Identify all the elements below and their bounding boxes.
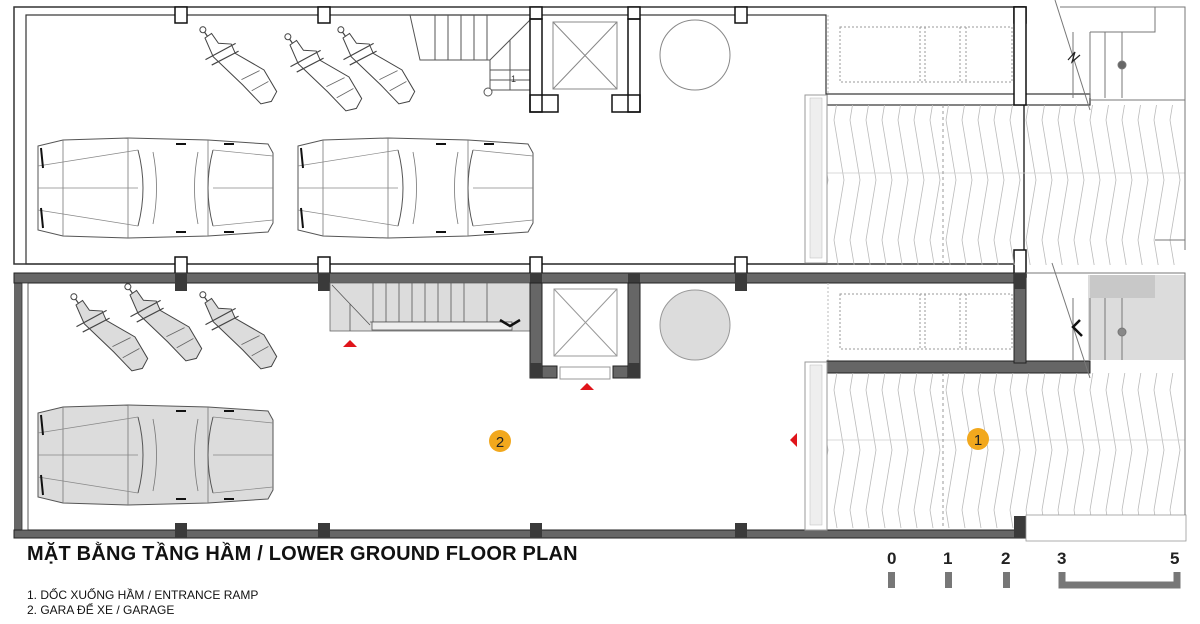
scale-tick-1: 1 — [943, 549, 953, 568]
upper-plan: 1 — [13, 0, 1186, 278]
legend-item-entrance-ramp: 1. DỐC XUỐNG HẦM / ENTRANCE RAMP — [27, 588, 259, 602]
legend: 1. DỐC XUỐNG HẦM / ENTRANCE RAMP 2. GARA… — [27, 588, 258, 618]
svg-text:1: 1 — [974, 432, 982, 449]
legend-item-garage: 2. GARA ĐỂ XE / GARAGE — [27, 603, 175, 617]
svg-text:2: 2 — [496, 434, 504, 451]
scale-tick-3: 3 — [1057, 549, 1067, 568]
scale-tick-2: 2 — [1001, 549, 1011, 568]
floor-plan-drawing: 1 — [13, 0, 1187, 542]
scale-bar-graphic — [888, 572, 1181, 589]
marker-garage: 2 — [489, 430, 511, 452]
scale-tick-0: 0 — [887, 549, 897, 568]
scale-bar: 0 1 2 3 5 — [870, 545, 1200, 595]
marker-entrance-ramp: 1 — [967, 428, 989, 450]
drawing-title: MẶT BẰNG TẦNG HẦM / LOWER GROUND FLOOR P… — [27, 543, 578, 565]
svg-text:1: 1 — [511, 74, 516, 84]
scale-tick-5: 5 — [1170, 549, 1180, 568]
lower-plan — [13, 262, 1187, 542]
